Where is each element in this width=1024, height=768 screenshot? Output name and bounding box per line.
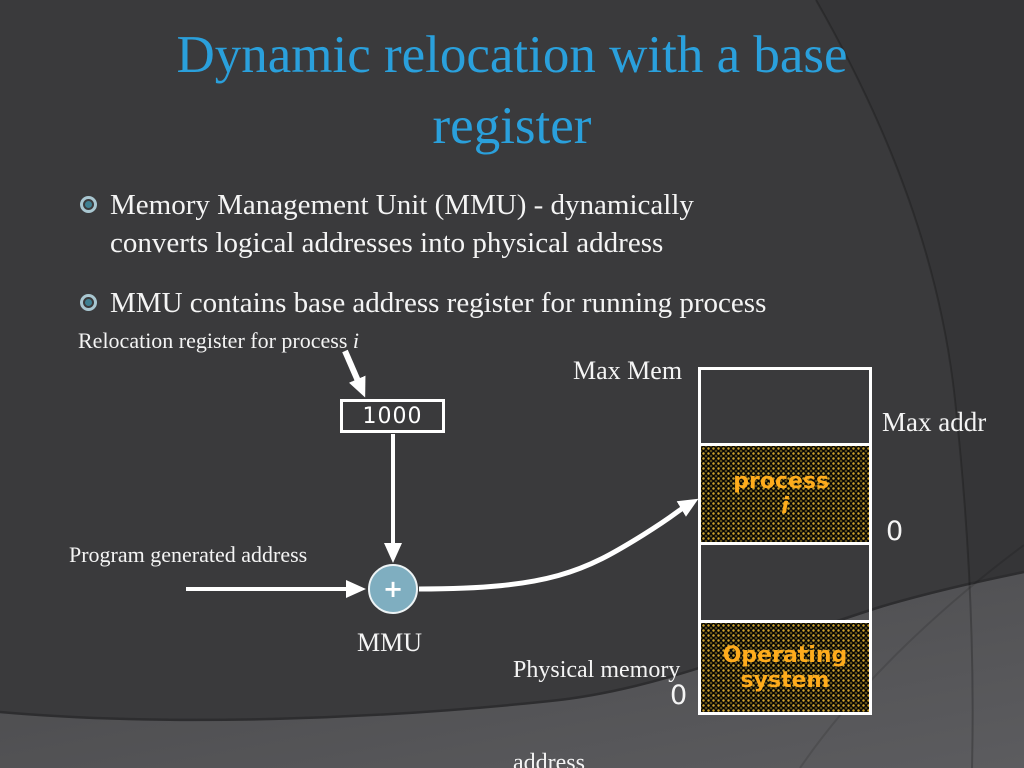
os-block-label-line1: Operating — [722, 642, 848, 668]
bullet-line: MMU contains base address register for r… — [110, 287, 767, 319]
process-block-label-var: i — [781, 494, 789, 519]
process-zero-label: 0 — [886, 516, 904, 547]
bullet-line: converts logical addresses into physical… — [110, 227, 664, 259]
bullet-list: Memory Management Unit (MMU) - dynamical… — [80, 186, 960, 344]
relocation-register-value: 1000 — [362, 403, 423, 429]
relocation-register-label-var: i — [352, 328, 360, 353]
bullet-line: Memory Management Unit (MMU) - dynamical… — [110, 189, 694, 221]
slide-title-line1: Dynamic relocation with a base — [176, 26, 848, 84]
slide-title: Dynamic relocation with a base register — [0, 20, 1024, 162]
slide-title-line2: register — [432, 97, 592, 155]
process-block-label-text: process — [733, 469, 837, 494]
os-block-label: Operating system — [701, 623, 869, 712]
bullet-text: MMU contains base address register for r… — [110, 284, 766, 322]
physical-memory-address-line1: Physical memory — [513, 657, 681, 683]
mmu-label: MMU — [357, 628, 423, 657]
memory-block-os: Operating system — [701, 620, 869, 712]
adder-circle — [368, 564, 418, 614]
os-zero-label: 0 — [670, 680, 688, 711]
bullet-text: Memory Management Unit (MMU) - dynamical… — [110, 186, 694, 262]
bullet-marker-dot — [85, 299, 92, 306]
memory-block-process: process i — [701, 443, 869, 545]
bullet-marker-icon — [80, 196, 97, 213]
bullet-marker-icon — [80, 294, 97, 311]
program-generated-address-label: Program generated address — [69, 542, 308, 567]
relocation-register-label-text: Relocation register for process — [78, 328, 353, 353]
max-mem-label: Max Mem — [573, 356, 683, 385]
bullet-marker-dot — [85, 201, 92, 208]
os-block-label-line2: system — [740, 667, 830, 693]
bullet-item: MMU contains base address register for r… — [80, 284, 960, 322]
bullet-item: Memory Management Unit (MMU) - dynamical… — [80, 186, 960, 262]
adder-plus-symbol: + — [382, 575, 404, 603]
relocation-register-value-box: 1000 — [340, 399, 445, 433]
memory-map: process i Operating system — [698, 367, 872, 715]
process-block-label: process i — [701, 446, 869, 542]
max-addr-label: Max addr — [882, 407, 987, 437]
physical-memory-address-label: Physical memory address — [513, 593, 680, 768]
relocation-register-label: Relocation register for process i — [78, 328, 359, 354]
physical-memory-address-line2: address — [513, 750, 585, 768]
